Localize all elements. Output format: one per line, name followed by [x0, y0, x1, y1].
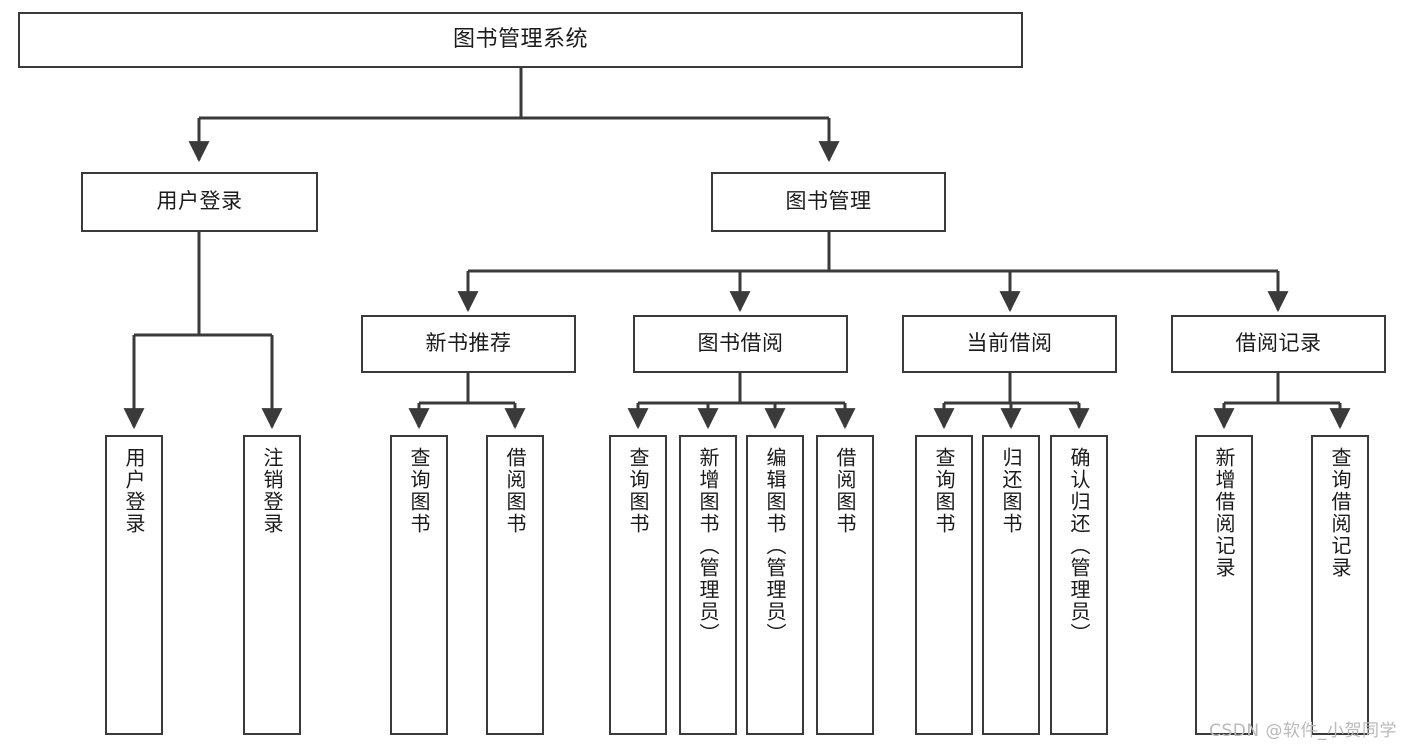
node-current-borrow-label: 当前借阅 [966, 331, 1053, 356]
node-user-login[interactable]: 用户登录 [81, 172, 318, 232]
node-new-book-recommend[interactable]: 新书推荐 [361, 315, 576, 373]
node-leaf-borrow-book-1[interactable]: 借阅图书 [486, 435, 544, 735]
node-leaf-logout-login-label: 注销登录 [260, 447, 284, 535]
node-leaf-confirm-return-admin-label: 确认归还（管理员） [1067, 447, 1091, 645]
node-leaf-user-login[interactable]: 用户登录 [105, 435, 163, 735]
node-user-login-label: 用户登录 [156, 189, 243, 214]
node-leaf-return-book-label: 归还图书 [999, 447, 1023, 535]
node-leaf-borrow-book-2-label: 借阅图书 [833, 447, 857, 535]
node-root[interactable]: 图书管理系统 [18, 12, 1023, 68]
node-leaf-query-borrow-record[interactable]: 查询借阅记录 [1311, 435, 1369, 735]
node-leaf-borrow-book-1-label: 借阅图书 [503, 447, 527, 535]
node-leaf-edit-book-admin-label: 编辑图书（管理员） [763, 447, 787, 645]
node-leaf-query-book-1-label: 查询图书 [407, 447, 431, 535]
node-leaf-edit-book-admin[interactable]: 编辑图书（管理员） [746, 435, 804, 735]
node-book-borrow-label: 图书借阅 [697, 331, 784, 356]
node-book-manage[interactable]: 图书管理 [711, 172, 946, 232]
node-leaf-query-borrow-record-label: 查询借阅记录 [1328, 447, 1352, 579]
node-leaf-query-book-2[interactable]: 查询图书 [609, 435, 667, 735]
node-current-borrow[interactable]: 当前借阅 [902, 315, 1117, 373]
node-new-book-recommend-label: 新书推荐 [425, 331, 512, 356]
node-leaf-add-borrow-record-label: 新增借阅记录 [1212, 447, 1236, 579]
node-leaf-confirm-return-admin[interactable]: 确认归还（管理员） [1050, 435, 1108, 735]
node-leaf-add-book-admin[interactable]: 新增图书（管理员） [679, 435, 737, 735]
node-book-borrow[interactable]: 图书借阅 [633, 315, 848, 373]
node-borrow-record-label: 借阅记录 [1235, 331, 1322, 356]
node-leaf-return-book[interactable]: 归还图书 [982, 435, 1040, 735]
node-leaf-user-login-label: 用户登录 [122, 447, 146, 535]
node-leaf-query-book-3[interactable]: 查询图书 [915, 435, 973, 735]
node-book-manage-label: 图书管理 [785, 189, 872, 214]
node-borrow-record[interactable]: 借阅记录 [1171, 315, 1386, 373]
node-leaf-add-book-admin-label: 新增图书（管理员） [696, 447, 720, 645]
node-leaf-borrow-book-2[interactable]: 借阅图书 [816, 435, 874, 735]
node-leaf-query-book-2-label: 查询图书 [626, 447, 650, 535]
node-leaf-logout-login[interactable]: 注销登录 [243, 435, 301, 735]
node-leaf-query-book-1[interactable]: 查询图书 [390, 435, 448, 735]
node-leaf-query-book-3-label: 查询图书 [932, 447, 956, 535]
node-leaf-add-borrow-record[interactable]: 新增借阅记录 [1195, 435, 1253, 735]
watermark-text: CSDN @软件_小贺同学 [1209, 721, 1397, 741]
node-root-label: 图书管理系统 [452, 26, 588, 52]
